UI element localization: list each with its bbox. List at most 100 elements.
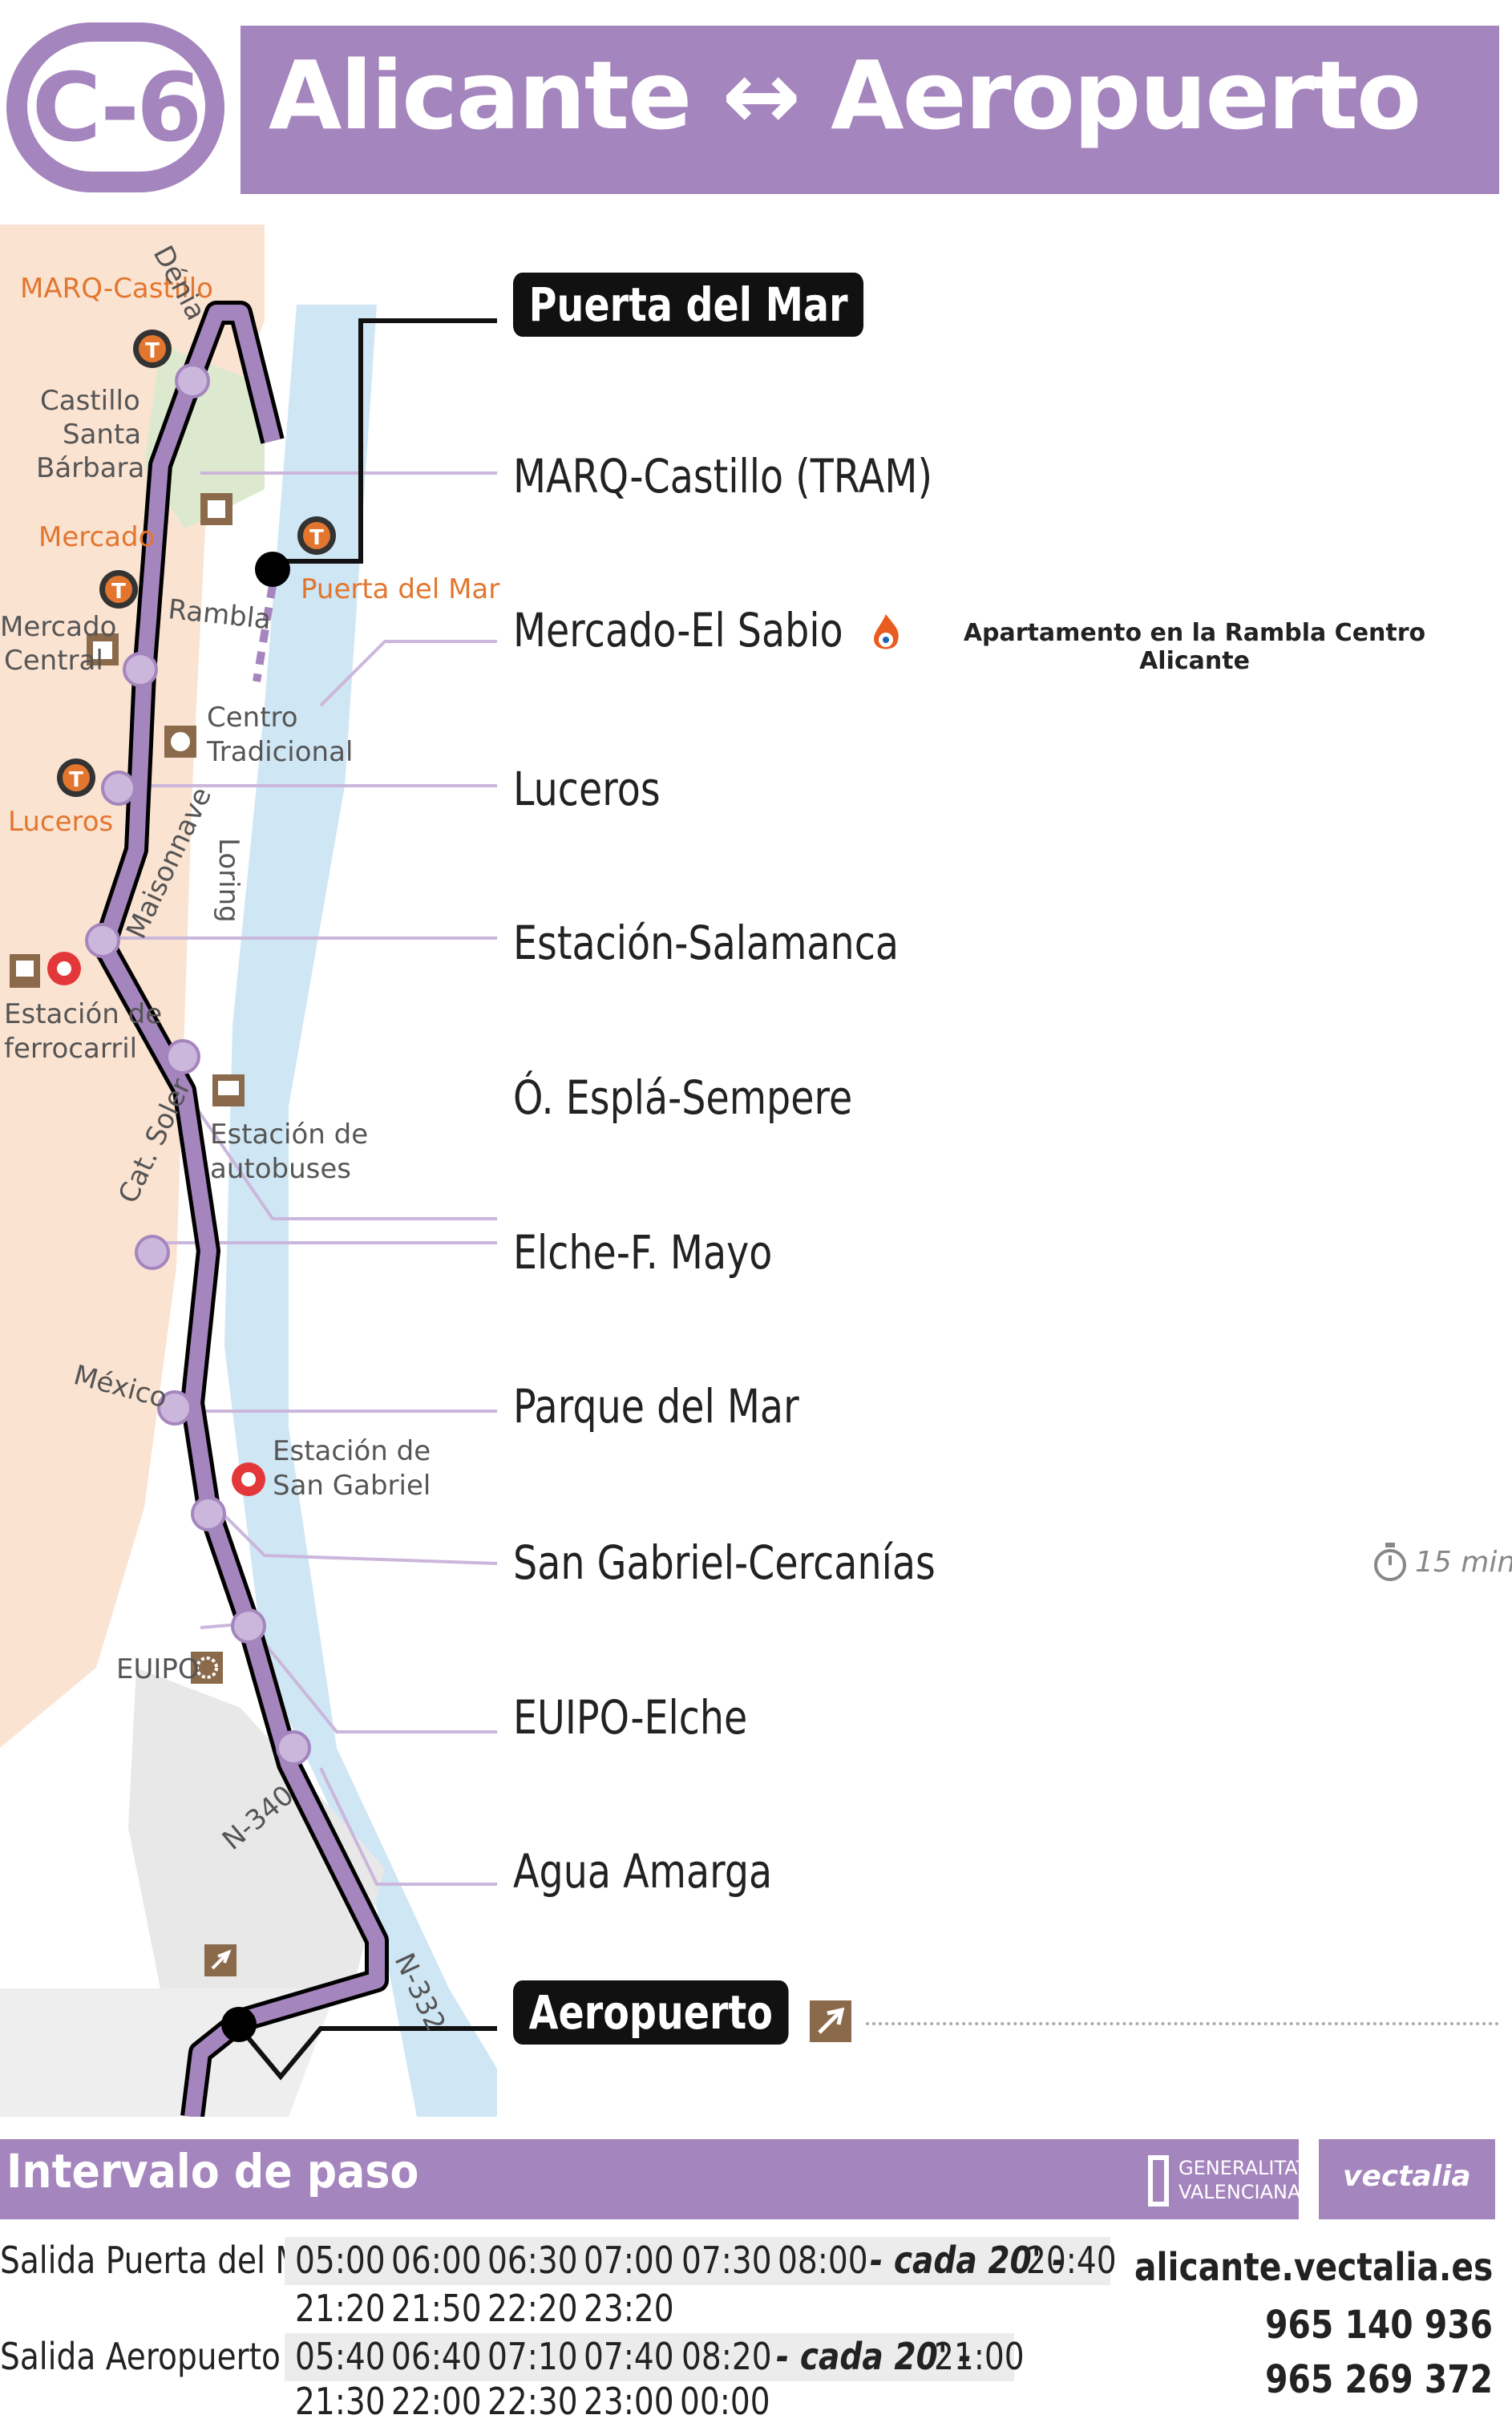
schedule-time: 05:40	[295, 2335, 386, 2378]
stop-estacion-salamanca: Estación-Salamanca	[513, 916, 899, 970]
tram-icon: T	[57, 758, 95, 797]
schedule-time: 22:20	[487, 2287, 578, 2330]
stop-dot	[191, 1496, 226, 1531]
tram-icon: T	[99, 570, 138, 609]
stop-terminal-puerta-del-mar: Puerta del Mar	[513, 273, 864, 337]
stop-marq-castillo: MARQ-Castillo (TRAM)	[513, 449, 933, 504]
sea-area	[224, 305, 497, 2117]
stop-dots	[85, 363, 311, 1766]
schedule-frequency: - cada 20' -	[776, 2335, 972, 2378]
map-label-san-gabriel-2: San Gabriel	[273, 1470, 431, 1502]
map-label-centro-2: Tradicional	[207, 736, 354, 768]
map-label-estacion-ferro-2: ferrocarril	[4, 1033, 138, 1065]
schedule-time: 20:40	[1026, 2239, 1117, 2282]
stop-dot	[123, 652, 158, 687]
generalitat-line1: GENERALITAT	[1178, 2157, 1308, 2179]
stop-dot	[276, 1730, 311, 1766]
stop-elche-f-mayo: Elche-F. Mayo	[513, 1225, 773, 1280]
schedule-row-label: Salida Aeropuerto	[0, 2335, 281, 2378]
connector	[319, 640, 497, 707]
schedule-title: Intervalo de paso	[6, 2144, 419, 2198]
connector	[247, 1622, 497, 1733]
generalitat-logo: GENERALITAT VALENCIANA	[1138, 2139, 1315, 2219]
map-label-estacion-bus-2: autobuses	[210, 1153, 351, 1185]
apartment-label-line1: Apartamento en la Rambla Centro	[963, 619, 1426, 647]
map-label-castillo-2: Santa	[63, 419, 142, 451]
generalitat-line2: VALENCIANA	[1178, 2181, 1301, 2203]
stop-dot	[231, 1608, 266, 1644]
map-label-estacion-ferro-1: Estación de	[4, 998, 163, 1030]
vectalia-logo: vectalia	[1319, 2139, 1495, 2219]
schedule-time: 00:00	[680, 2380, 770, 2423]
apartment-label: Apartamento en la Rambla Centro Alicante	[914, 619, 1475, 675]
contact-phone-2[interactable]: 965 269 372	[1265, 2357, 1493, 2402]
svg-text:T: T	[69, 768, 83, 792]
connector	[319, 1767, 497, 1886]
route-title: Alicante ↔ Aeropuerto	[269, 40, 1421, 151]
map-label-mercado-central-1: Mercado	[0, 611, 117, 643]
dashed-link	[253, 585, 277, 682]
stopwatch-icon	[1374, 1543, 1406, 1581]
map-label-castillo-1: Castillo	[40, 385, 140, 417]
stop-dot	[135, 1235, 170, 1270]
schedule-row-label: Salida Puerta del Mar	[0, 2239, 335, 2282]
map-label-san-gabriel-1: Estación de	[273, 1435, 431, 1467]
connector	[223, 1514, 497, 1565]
map-label-castillo-3: Bárbara	[36, 452, 145, 484]
stop-san-gabriel-cercanias: San Gabriel-Cercanías	[513, 1535, 936, 1590]
schedule-time: 07:10	[487, 2335, 578, 2378]
contact-phone-1[interactable]: 965 140 936	[1265, 2303, 1493, 2348]
map-label-estacion-bus-1: Estación de	[210, 1118, 369, 1151]
vectalia-text: vectalia	[1343, 2160, 1471, 2193]
schedule-header-bar	[0, 2139, 1299, 2219]
stop-agua-amarga: Agua Amarga	[513, 1844, 773, 1899]
terminal-connector-top	[273, 318, 497, 564]
svg-text:T: T	[145, 339, 160, 363]
industrial-area	[128, 1668, 385, 1988]
schedule-row-bg	[285, 2333, 1014, 2381]
terminal-dot-puerta	[255, 552, 290, 587]
schedule-time: 22:00	[391, 2380, 482, 2423]
schedule-time: 08:00	[778, 2239, 868, 2282]
schedule-time: 07:40	[584, 2335, 674, 2378]
renfe-icon	[232, 1462, 265, 1496]
map-label-loring: Loring	[212, 838, 245, 923]
schedule-time: 05:00	[295, 2239, 386, 2282]
stop-terminal-aeropuerto: Aeropuerto	[513, 1980, 789, 2045]
map-label-mercado: Mercado	[38, 521, 156, 553]
schedule-time: 21:30	[295, 2380, 386, 2423]
stop-dot	[175, 363, 210, 398]
schedule-time: 21:50	[391, 2287, 482, 2330]
connector	[183, 1089, 497, 1220]
plane-icon	[810, 2000, 851, 2042]
schedule-time: 06:00	[391, 2239, 482, 2282]
contact-website[interactable]: alicante.vectalia.es	[1134, 2245, 1493, 2290]
schedule-time: 06:30	[487, 2239, 578, 2282]
fire-badge-icon	[874, 614, 899, 649]
schedule-time: 06:40	[391, 2335, 482, 2378]
schedule-time: 07:00	[584, 2239, 674, 2282]
train-icon	[10, 954, 40, 988]
stop-connectors	[104, 471, 497, 1886]
stop-luceros: Luceros	[513, 762, 661, 816]
stop-dot	[85, 923, 120, 958]
travel-time: 15 min.	[1415, 1546, 1512, 1579]
stop-mercado-el-sabio: Mercado-El Sabio	[513, 603, 843, 657]
svg-text:T: T	[309, 526, 324, 550]
map-label-euipo: EUIPO	[116, 1653, 200, 1685]
schedule-time: 23:00	[584, 2380, 674, 2423]
dotted-line	[866, 2022, 1499, 2025]
schedule-frequency: - cada 20' -	[870, 2239, 1065, 2282]
map-label-mercado-central-2: Central	[4, 645, 103, 677]
stop-dot	[157, 1390, 192, 1426]
terminal-dot-aeropuerto	[221, 2007, 257, 2042]
bus-icon	[212, 1074, 245, 1106]
route-badge-inner	[27, 42, 205, 172]
euipo-icon	[191, 1652, 223, 1684]
map-label-luceros: Luceros	[8, 806, 114, 838]
terminal-connector-bottom	[238, 2026, 497, 2081]
svg-text:T: T	[111, 580, 126, 604]
title-bar	[241, 26, 1499, 194]
tram-icon: T	[297, 516, 336, 555]
stop-dot	[165, 1039, 200, 1074]
